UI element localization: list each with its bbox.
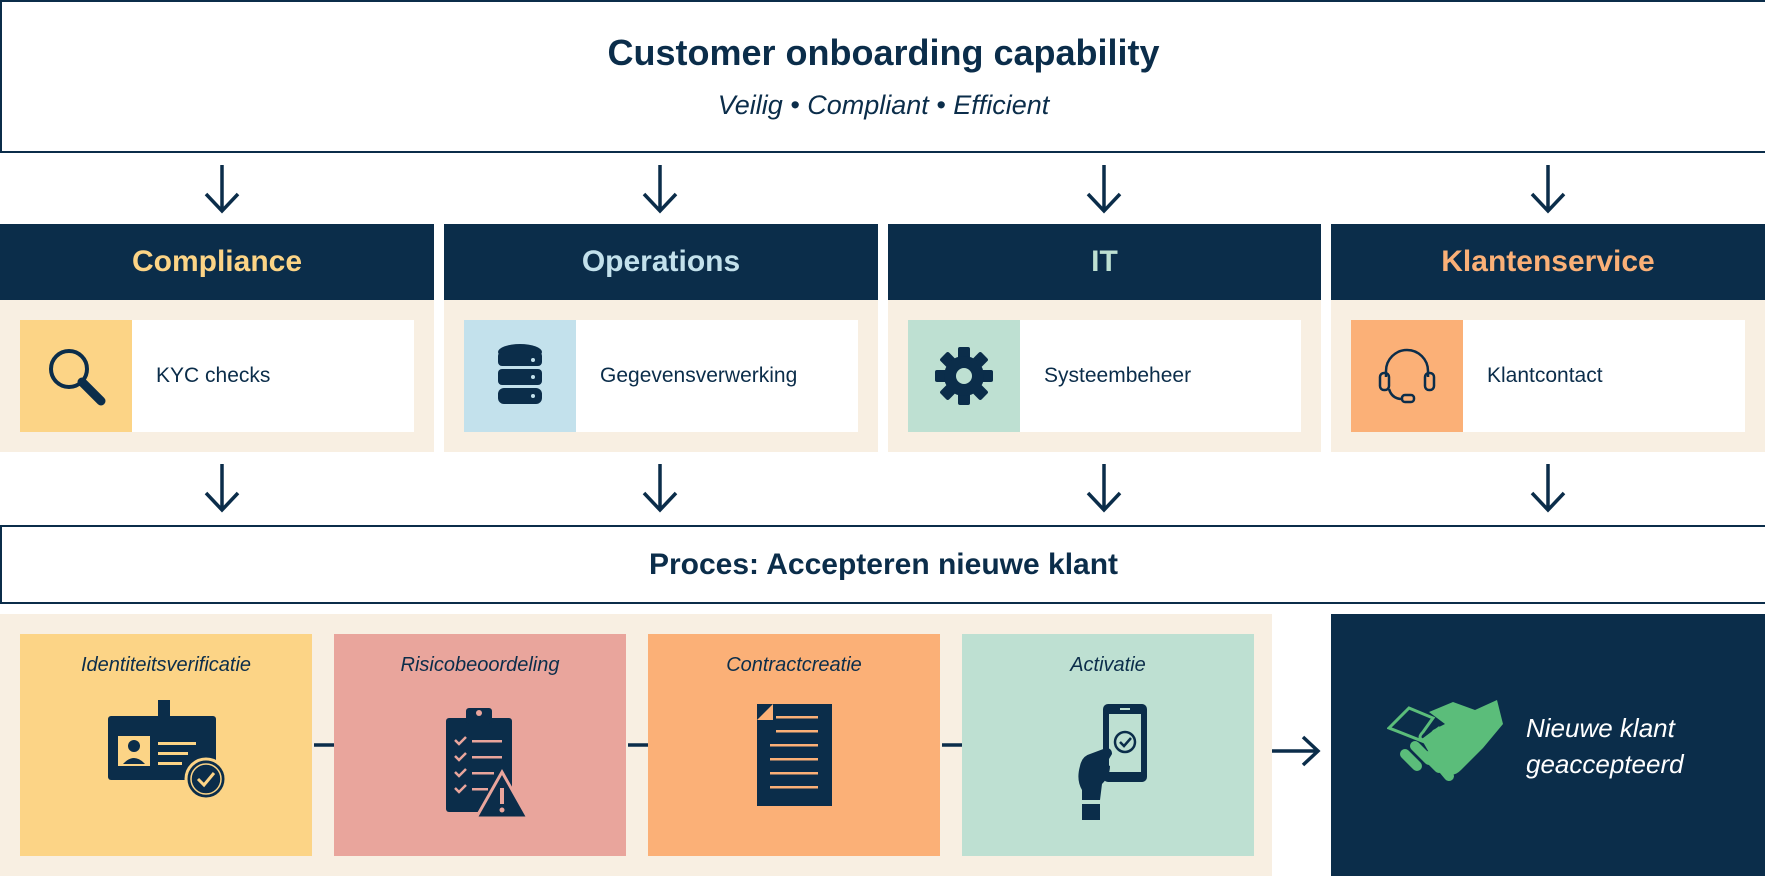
process-title: Proces: Accepteren nieuwe klant	[648, 547, 1119, 581]
arrow-down-icon	[641, 462, 679, 514]
process-title-bar: Proces: Accepteren nieuwe klant	[0, 525, 1765, 604]
step-identiteitsverificatie: Identiteitsverificatie	[20, 634, 312, 856]
arrow-down-icon	[1085, 163, 1123, 215]
column-body-compliance: KYC checks	[0, 300, 434, 452]
header-box: Customer onboarding capability Veilig • …	[0, 0, 1765, 153]
arrow-down-icon	[1085, 462, 1123, 514]
capability-label: KYC checks	[156, 364, 271, 387]
arrow-down-icon	[1529, 163, 1567, 215]
clipboard-warning-icon	[334, 700, 626, 820]
arrow-down-icon	[1529, 462, 1567, 514]
database-icon	[464, 320, 576, 432]
capability-label: Systeembeheer	[1044, 364, 1192, 387]
arrow-down-icon	[641, 163, 679, 215]
id-card-check-icon	[20, 700, 312, 800]
column-header-klantenservice: Klantenservice	[1331, 224, 1765, 300]
column-body-klantenservice: Klantcontact	[1331, 300, 1765, 452]
page-subtitle: Veilig • Compliant • Efficient	[717, 90, 1050, 120]
phone-check-icon	[962, 704, 1254, 824]
arrow-down-icon	[203, 163, 241, 215]
column-title: Klantenservice	[1441, 245, 1655, 278]
result-panel: Nieuwe klant geaccepteerd	[1331, 614, 1765, 876]
handshake-icon	[1386, 698, 1505, 793]
column-title: IT	[1091, 245, 1118, 278]
step-risicobeoordeling: Risicobeoordeling	[334, 634, 626, 856]
step-activatie: Activatie	[962, 634, 1254, 856]
page-title: Customer onboarding capability	[607, 32, 1160, 73]
column-header-compliance: Compliance	[0, 224, 434, 300]
headset-icon	[1351, 320, 1463, 432]
column-title: Operations	[581, 245, 741, 278]
step-label: Contractcreatie	[726, 654, 862, 676]
capability-card: Systeembeheer	[908, 320, 1301, 432]
gear-icon	[908, 320, 1020, 432]
document-icon	[648, 700, 940, 810]
arrow-right-icon	[1270, 734, 1322, 768]
step-label: Identiteitsverificatie	[80, 654, 252, 676]
step-label: Activatie	[1070, 654, 1146, 676]
capability-card: Klantcontact	[1351, 320, 1745, 432]
column-header-operations: Operations	[444, 224, 878, 300]
step-contractcreatie: Contractcreatie	[648, 634, 940, 856]
result-label: Nieuwe klant geaccepteerd	[1526, 713, 1684, 779]
column-body-it: Systeembeheer	[888, 300, 1321, 452]
step-label: Risicobeoordeling	[400, 654, 560, 676]
column-body-operations: Gegevensverwerking	[444, 300, 878, 452]
capability-card: KYC checks	[20, 320, 414, 432]
arrow-down-icon	[203, 462, 241, 514]
capability-label: Gegevensverwerking	[600, 364, 798, 387]
column-title: Compliance	[131, 245, 303, 278]
magnifier-icon	[20, 320, 132, 432]
capability-label: Klantcontact	[1487, 364, 1603, 387]
capability-card: Gegevensverwerking	[464, 320, 858, 432]
column-header-it: IT	[888, 224, 1321, 300]
